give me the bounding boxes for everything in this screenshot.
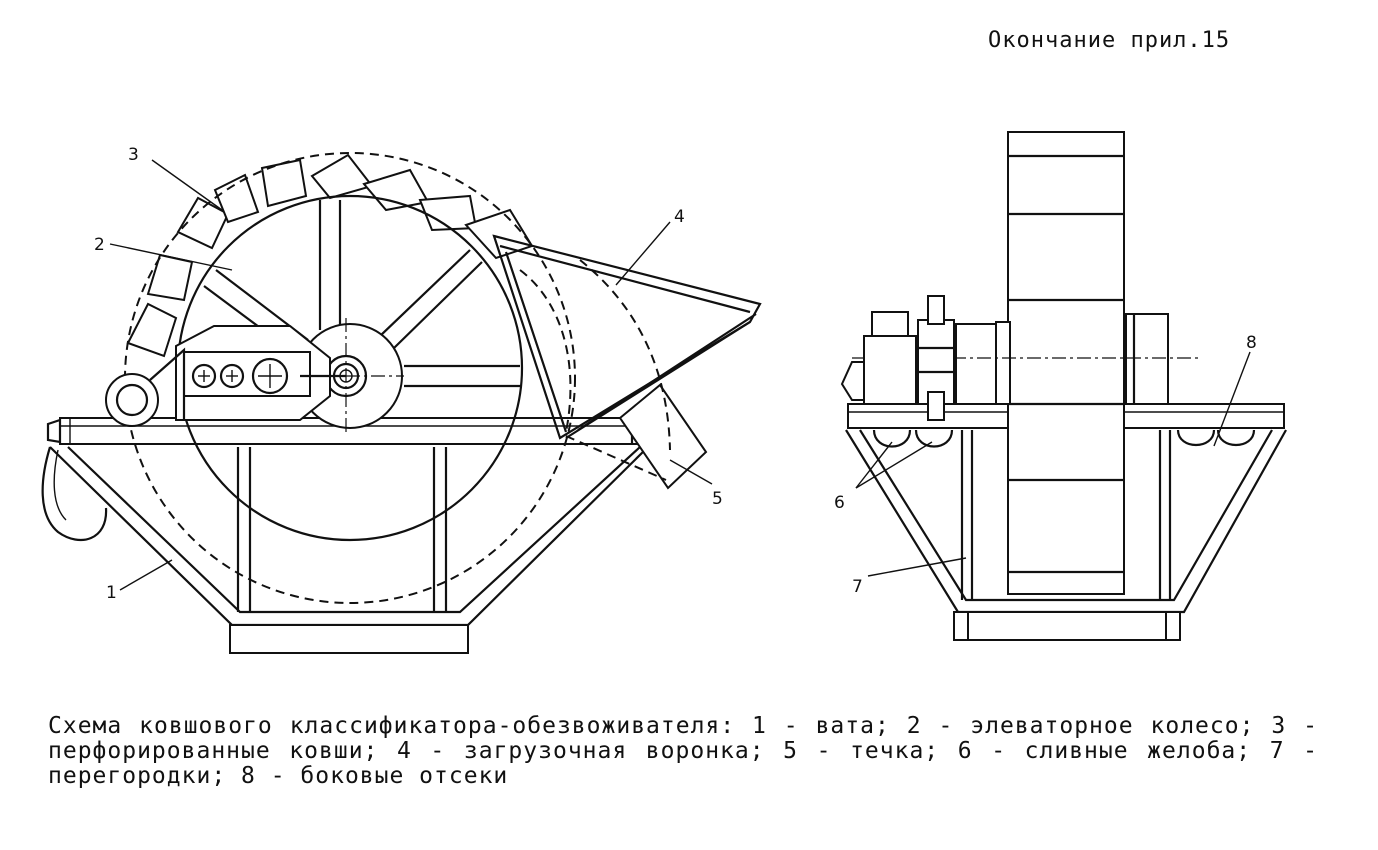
label-5: 5 [712,489,723,509]
front-view: 6 7 8 [834,131,1287,641]
classifier-drawing: 3 2 4 5 1 [41,131,1287,654]
label-2: 2 [94,235,105,255]
label-8: 8 [1246,333,1257,353]
label-7: 7 [852,577,863,597]
label-1: 1 [106,583,117,603]
frame-beam [46,417,643,445]
chute [565,435,667,481]
side-view: 3 2 4 5 1 [41,145,762,654]
figure-caption: Схема ковшового классификатора-обезвожив… [48,714,1318,789]
caption-text: Схема ковшового классификатора-обезвожив… [48,713,1318,789]
front-tank [845,429,1287,641]
label-6: 6 [834,493,845,513]
front-drive [840,295,955,421]
front-view-callouts: 6 7 8 [834,333,1257,597]
page-header: Окончание прил.15 [988,28,1231,53]
perforated-buckets [126,153,708,490]
vat-trough [41,446,649,654]
label-4: 4 [674,207,685,227]
side-view-callouts: 3 2 4 5 1 [94,145,723,603]
front-wheel [852,131,1200,595]
loading-hopper [492,234,762,451]
drive-gearbox [105,325,346,427]
label-3: 3 [128,145,139,165]
